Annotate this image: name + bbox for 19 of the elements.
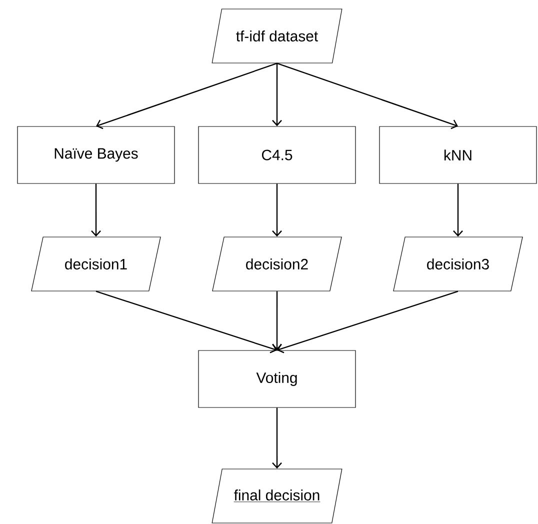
process-box: Voting bbox=[198, 350, 356, 408]
data-parallelogram: final decision bbox=[212, 468, 342, 524]
arrow bbox=[276, 62, 458, 130]
process-box: Naïve Bayes bbox=[17, 126, 175, 184]
arrow bbox=[272, 291, 282, 350]
arrow bbox=[96, 62, 278, 130]
process-box: C4.5 bbox=[198, 126, 356, 184]
arrow bbox=[453, 184, 463, 237]
arrow bbox=[272, 408, 282, 469]
arrow bbox=[272, 184, 282, 237]
arrow bbox=[277, 290, 458, 354]
data-parallelogram: tf-idf dataset bbox=[212, 8, 342, 64]
data-parallelogram: decision2 bbox=[212, 236, 342, 292]
arrow bbox=[96, 290, 277, 354]
data-parallelogram: decision3 bbox=[393, 236, 523, 292]
arrow bbox=[272, 63, 282, 126]
data-parallelogram: decision1 bbox=[31, 236, 161, 292]
process-box: kNN bbox=[379, 126, 537, 184]
arrow bbox=[91, 184, 101, 237]
